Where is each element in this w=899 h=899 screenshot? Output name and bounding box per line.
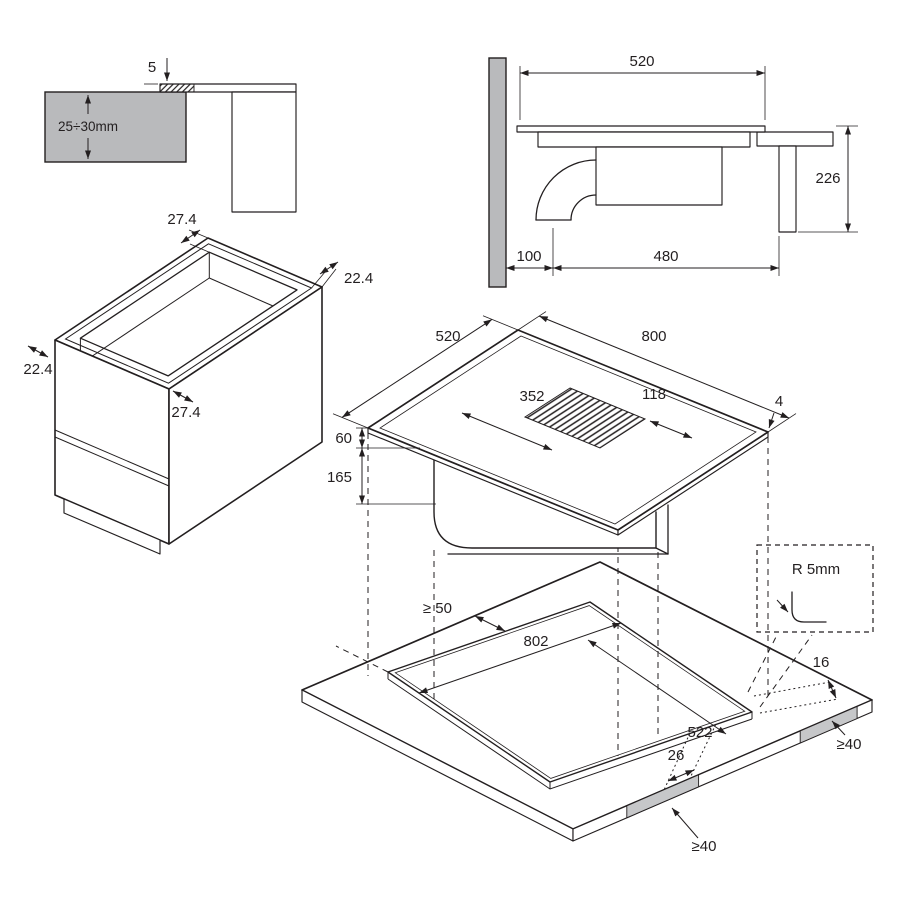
rim-right-label: 22.4 [344, 270, 373, 287]
front-clearance-label: ≥40 [692, 838, 717, 855]
dim-wall-distance: 100 [506, 228, 780, 276]
dim-worktop-thickness: 25÷30mm [58, 95, 118, 159]
worktop-view: ≥ 50 802 522 16 26 ≥40 ≥40 [301, 544, 874, 855]
hob-width-side-label: 520 [629, 53, 654, 70]
glass-thickness-label: 4 [775, 393, 783, 410]
body-height-label: 60 [335, 430, 352, 447]
edge-gap-label: 16 [813, 654, 830, 671]
corner-radius-curve [791, 591, 827, 623]
dim-duct-distance: 480 [553, 248, 779, 271]
dim-rim-front: 27.4 [171, 390, 201, 421]
dim-hob-width-side: 520 [519, 53, 766, 120]
dim-front-gap: 26 [663, 723, 717, 791]
grille-length-label: 352 [519, 388, 544, 405]
flange-height-label: 5 [148, 59, 156, 76]
side-view: 520 226 100 480 [488, 53, 858, 288]
dim-side-clearance: ≥40 [831, 720, 862, 753]
hob-body-side [537, 131, 751, 148]
corner-radius-label: R 5mm [792, 561, 840, 578]
dim-edge-gap: 16 [753, 654, 839, 714]
dim-rim-top: 27.4 [167, 211, 210, 253]
cabinet-cutout [79, 251, 298, 377]
dim-cutout-length: 802 [418, 622, 622, 694]
section-detail-view: 5 25÷30mm [44, 58, 297, 213]
dim-flange-height: 5 [144, 58, 170, 93]
cabinet-rim-line [64, 243, 313, 384]
wall-section [488, 57, 507, 288]
cutout-width-label: 522 [687, 724, 712, 741]
construction-line [335, 645, 389, 673]
drawer-divider-2 [54, 436, 170, 487]
cabinet-panel-section [231, 91, 297, 213]
rim-left-label: 22.4 [23, 361, 52, 378]
rear-clearance-label: ≥ 50 [423, 600, 452, 617]
hob-view: 520 800 352 118 4 60 165 [327, 311, 797, 756]
detail-box [756, 544, 874, 633]
rim-front-label: 27.4 [171, 404, 200, 421]
hob-glass-side [516, 125, 766, 133]
hob-flange-hatch [159, 83, 195, 93]
dim-hob-depth: 520 [332, 315, 519, 429]
wall-distance-label: 100 [516, 248, 541, 265]
cabinet-side-face [168, 286, 323, 545]
support-leg [778, 145, 797, 233]
cutout-length-label: 802 [523, 633, 548, 650]
corner-radius-detail: R 5mm [756, 544, 874, 633]
duct-distance-label: 480 [653, 248, 678, 265]
worktop-cross-section [44, 91, 187, 163]
side-clearance-label: ≥40 [837, 736, 862, 753]
hob-width-label: 800 [641, 328, 666, 345]
detail-leader-line-2 [759, 634, 813, 708]
dim-duct-box-height: 165 [327, 448, 436, 505]
duct-box-side [595, 146, 723, 206]
cabinet-plinth [63, 498, 161, 555]
dim-glass-thickness: 4 [768, 393, 783, 429]
duct-elbow [535, 159, 597, 221]
dim-cutout-width: 522 [587, 639, 727, 741]
dim-hob-width: 800 [517, 311, 797, 433]
front-gap-label: 26 [668, 747, 685, 764]
edge-clearance-zone-right [799, 705, 858, 744]
drawer-divider-1 [54, 429, 170, 480]
dim-grille-length: 352 [461, 388, 553, 451]
dim-install-depth: 226 [798, 125, 858, 233]
dim-front-clearance: ≥40 [671, 807, 717, 855]
dim-rim-left: 22.4 [23, 345, 53, 378]
dim-body-height: 60 [335, 427, 420, 449]
counter-slab [756, 131, 834, 147]
worktop-thickness-label: 25÷30mm [58, 119, 118, 134]
edge-clearance-zone-front [626, 774, 700, 819]
rim-top-label: 27.4 [167, 211, 196, 228]
duct-housing [433, 459, 669, 555]
dim-grille-offset: 118 [642, 386, 693, 439]
grille-offset-label: 118 [642, 386, 666, 403]
install-depth-label: 226 [815, 170, 840, 187]
hob-depth-label: 520 [435, 328, 460, 345]
dim-rim-right: 22.4 [311, 261, 373, 289]
duct-box-height-label: 165 [327, 469, 352, 486]
cutout-depth-lines [387, 672, 753, 790]
projection-lines [367, 433, 769, 756]
cabinet-view: 27.4 22.4 22.4 27.4 [23, 211, 373, 555]
